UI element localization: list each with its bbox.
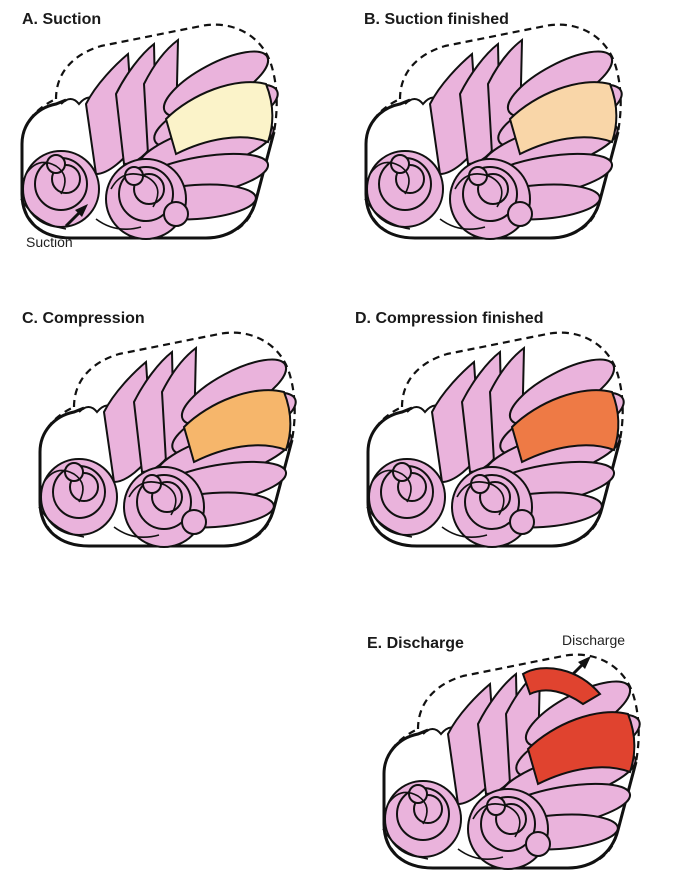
panel-e-compressor — [378, 654, 658, 884]
panel-c-title: C. Compression — [22, 310, 145, 328]
panel-d-title: D. Compression finished — [355, 310, 543, 328]
suction-label: Suction — [26, 234, 73, 250]
panel-b-compressor — [360, 24, 640, 254]
suction-arrow-icon — [62, 200, 92, 230]
panel-e-title: E. Discharge — [367, 635, 464, 653]
panel-c-compressor — [34, 332, 314, 562]
panel-d-compressor — [362, 332, 642, 562]
panel-a-compressor — [16, 24, 296, 254]
discharge-label: Discharge — [562, 632, 625, 648]
